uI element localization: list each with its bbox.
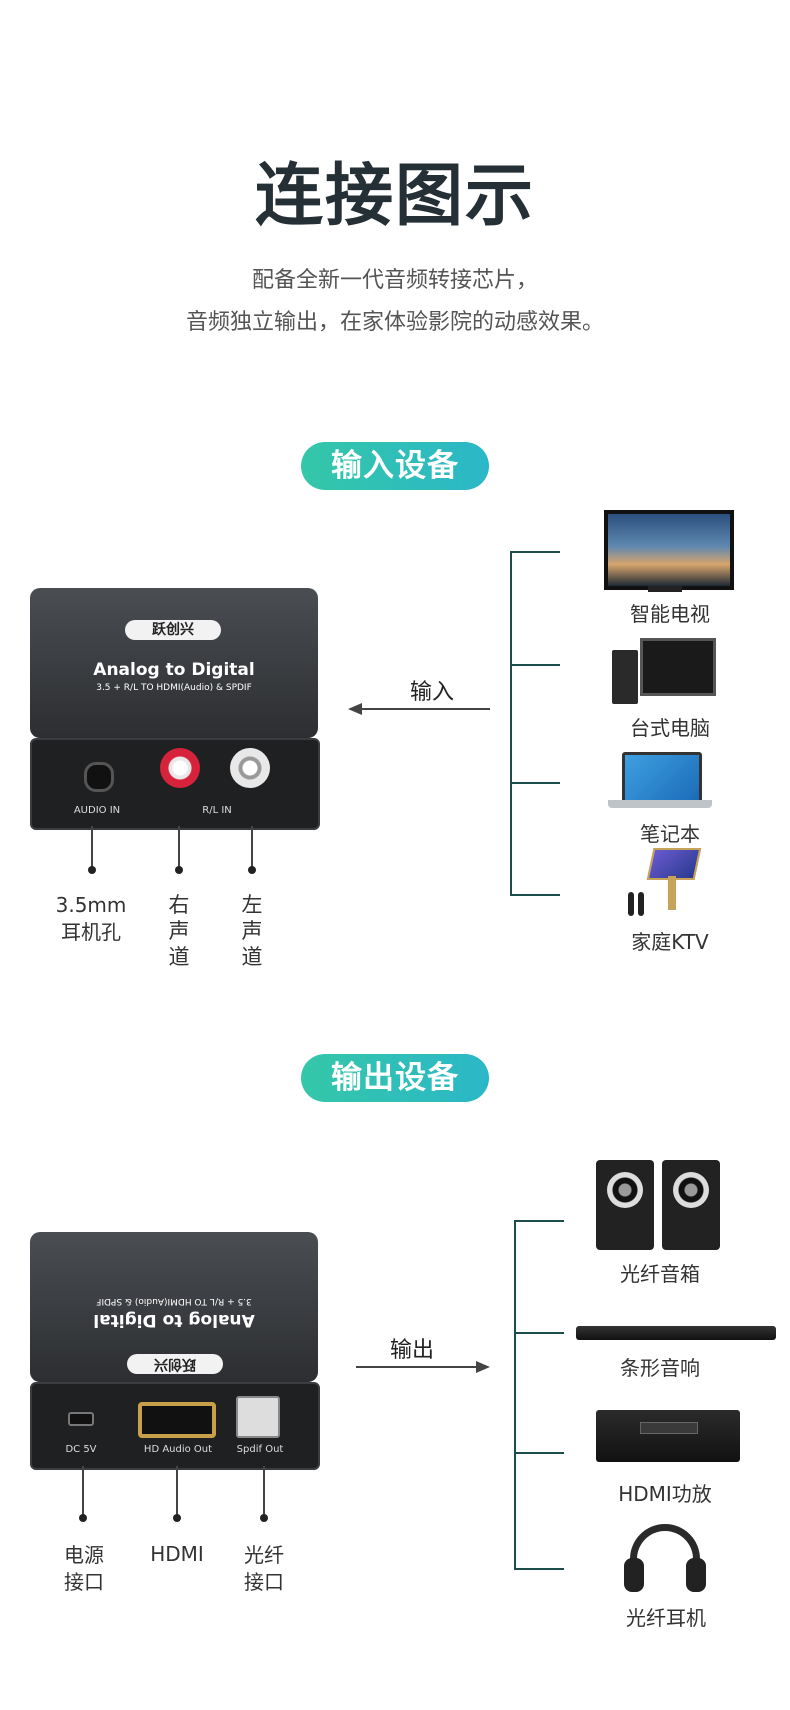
rotated-label-group: 跃创兴 Analog to Digital 3.5 + R/L TO HDMI(… bbox=[30, 1232, 318, 1382]
right-rca-red-icon bbox=[160, 748, 200, 788]
input-arrow-label: 输入 bbox=[410, 680, 455, 705]
hdmi-port-icon bbox=[138, 1402, 216, 1438]
speaker-woofer-icon bbox=[607, 1172, 643, 1208]
output-arrow-label: 输出 bbox=[390, 1338, 435, 1363]
device-model-label: Analog to Digital bbox=[93, 1310, 255, 1330]
spdif-out-label: Spdif Out bbox=[236, 1444, 284, 1455]
headphone-band-icon bbox=[630, 1524, 700, 1580]
pointer-dot bbox=[248, 866, 256, 874]
output-arrow-head-icon bbox=[476, 1361, 490, 1373]
speaker-right-icon bbox=[662, 1160, 720, 1250]
device-spec-label: 3.5 + R/L TO HDMI(Audio) & SPDIF bbox=[96, 683, 252, 693]
device-model-label: Analog to Digital bbox=[93, 660, 255, 680]
input-arrow-line bbox=[358, 708, 490, 710]
port-label-hdmi: HDMI bbox=[150, 1542, 204, 1566]
output-bracket bbox=[514, 1220, 516, 1570]
pointer-dot bbox=[79, 1514, 87, 1522]
bracket-tick bbox=[510, 664, 560, 666]
dc-5v-label: DC 5V bbox=[65, 1444, 97, 1455]
laptop-screen-icon bbox=[622, 752, 702, 804]
input-arrow-head-icon bbox=[348, 703, 362, 715]
pointer-dot bbox=[88, 866, 96, 874]
smart-tv-icon bbox=[604, 510, 734, 590]
headphone-cup-right-icon bbox=[686, 1558, 706, 1592]
adapter-front-panel-input: AUDIO IN R/L IN bbox=[30, 738, 320, 830]
pointer-dot bbox=[260, 1514, 268, 1522]
bracket-tick bbox=[510, 894, 560, 896]
bracket-tick bbox=[514, 1568, 564, 1570]
audio-in-label: AUDIO IN bbox=[73, 805, 121, 816]
device-label-smart-tv: 智能电视 bbox=[630, 602, 710, 626]
bracket-tick bbox=[510, 551, 560, 553]
desktop-monitor-icon bbox=[640, 638, 716, 696]
brand-badge: 跃创兴 bbox=[127, 1354, 223, 1374]
soundbar-icon bbox=[576, 1326, 776, 1340]
ktv-stand-icon bbox=[668, 876, 676, 910]
adapter-box-output: 跃创兴 Analog to Digital 3.5 + R/L TO HDMI(… bbox=[30, 1232, 318, 1382]
usb-power-port-icon bbox=[68, 1412, 94, 1426]
bracket-tick bbox=[514, 1332, 564, 1334]
pointer-dot bbox=[175, 866, 183, 874]
pointer-dot bbox=[173, 1514, 181, 1522]
subtitle-line-2: 音频独立输出，在家体验影院的动感效果。 bbox=[185, 310, 604, 335]
bracket-tick bbox=[510, 782, 560, 784]
speaker-left-icon bbox=[596, 1160, 654, 1250]
pointer-line bbox=[251, 826, 253, 868]
device-label-desktop: 台式电脑 bbox=[630, 716, 710, 740]
desktop-tower-icon bbox=[612, 650, 638, 704]
input-bracket bbox=[510, 551, 512, 896]
adapter-front-panel-output: DC 5V HD Audio Out Spdif Out bbox=[30, 1382, 320, 1470]
audio-in-jack-icon bbox=[84, 762, 114, 792]
input-devices-pill: 输入设备 bbox=[301, 442, 489, 490]
output-arrow-line bbox=[356, 1366, 476, 1368]
microphone-icon bbox=[628, 892, 634, 916]
bracket-tick bbox=[514, 1452, 564, 1454]
pointer-line bbox=[176, 1466, 178, 1516]
device-label-soundbar: 条形音响 bbox=[620, 1356, 700, 1380]
microphone-icon bbox=[638, 892, 644, 916]
port-label-35mm: 3.5mm 耳机孔 bbox=[55, 893, 127, 944]
subtitle-line-1: 配备全新一代音频转接芯片， bbox=[251, 268, 538, 293]
device-label-ktv: 家庭KTV bbox=[631, 930, 709, 954]
device-label-optical-speaker: 光纤音箱 bbox=[620, 1262, 700, 1286]
device-spec-label: 3.5 + R/L TO HDMI(Audio) & SPDIF bbox=[96, 1296, 252, 1306]
device-label-headphones: 光纤耳机 bbox=[626, 1606, 706, 1630]
hd-audio-out-label: HD Audio Out bbox=[143, 1444, 213, 1455]
headphone-cup-left-icon bbox=[624, 1558, 644, 1592]
amp-display-icon bbox=[640, 1422, 698, 1434]
port-label-optical: 光纤接口 bbox=[244, 1543, 284, 1594]
optical-port-icon bbox=[236, 1396, 280, 1438]
pointer-line bbox=[91, 826, 93, 868]
pointer-line bbox=[178, 826, 180, 868]
rl-in-label: R/L IN bbox=[202, 805, 232, 816]
bracket-tick bbox=[514, 1220, 564, 1222]
port-label-power: 电源接口 bbox=[64, 1543, 104, 1594]
device-label-hdmi-amp: HDMI功放 bbox=[618, 1482, 712, 1506]
port-label-right-channel: 右声道 bbox=[168, 893, 190, 969]
hdmi-amplifier-icon bbox=[596, 1410, 740, 1462]
adapter-box-input: 跃创兴 Analog to Digital 3.5 + R/L TO HDMI(… bbox=[30, 588, 318, 738]
output-devices-pill: 输出设备 bbox=[301, 1054, 489, 1102]
pointer-line bbox=[263, 1466, 265, 1516]
port-label-left-channel: 左声道 bbox=[241, 893, 263, 969]
tv-stand-icon bbox=[648, 586, 682, 592]
page-title: 连接图示 bbox=[254, 157, 535, 236]
pointer-line bbox=[82, 1466, 84, 1516]
left-rca-white-icon bbox=[230, 748, 270, 788]
device-label-laptop: 笔记本 bbox=[640, 822, 700, 846]
speaker-woofer-icon bbox=[673, 1172, 709, 1208]
laptop-base-icon bbox=[608, 800, 712, 808]
brand-badge: 跃创兴 bbox=[125, 620, 221, 640]
